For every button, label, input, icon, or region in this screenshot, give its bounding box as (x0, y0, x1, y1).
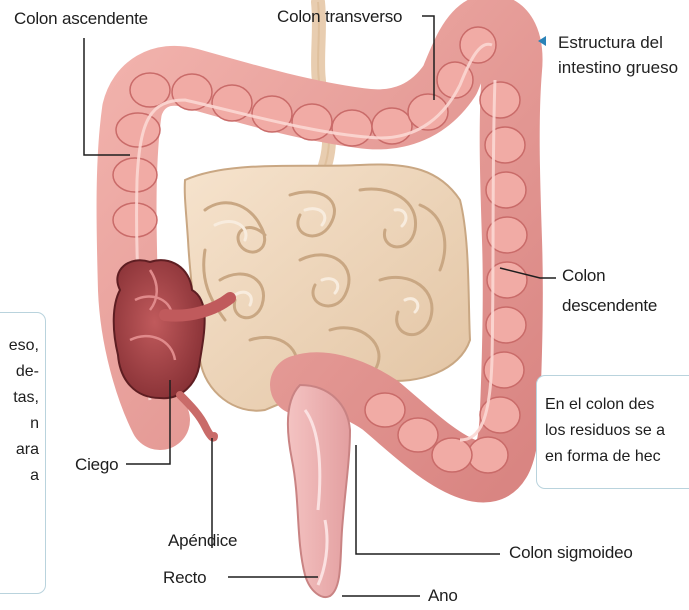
rectum (288, 385, 350, 597)
caption-line-1: Estructura del (558, 30, 678, 55)
left-box-line: ara (9, 437, 39, 463)
label-ano: Ano (428, 586, 458, 606)
label-colon-transverso: Colon transverso (277, 7, 402, 27)
caption-line-2: intestino grueso (558, 55, 678, 80)
caption-arrow-icon (538, 36, 546, 46)
label-colon-sigmoideo: Colon sigmoideo (509, 543, 633, 563)
left-info-box: eso, de- tas, n ara a (0, 312, 46, 594)
label-apendice: Apéndice (168, 531, 237, 551)
label-colon-descendente-line1: Colon (562, 266, 605, 286)
label-colon-ascendente: Colon ascendente (14, 9, 148, 29)
right-box-line: los residuos se a (545, 418, 665, 444)
left-box-line: n (9, 411, 39, 437)
left-box-line: eso, (9, 333, 39, 359)
right-box-line: en forma de hec (545, 444, 665, 470)
left-box-line: de- (9, 359, 39, 385)
left-box-line: tas, (9, 385, 39, 411)
right-info-box: En el colon des los residuos se a en for… (536, 375, 689, 489)
left-box-line: a (9, 463, 39, 489)
label-recto: Recto (163, 568, 206, 588)
right-box-line: En el colon des (545, 392, 665, 418)
label-colon-descendente-line2: descendente (562, 296, 657, 316)
label-ciego: Ciego (75, 455, 118, 475)
